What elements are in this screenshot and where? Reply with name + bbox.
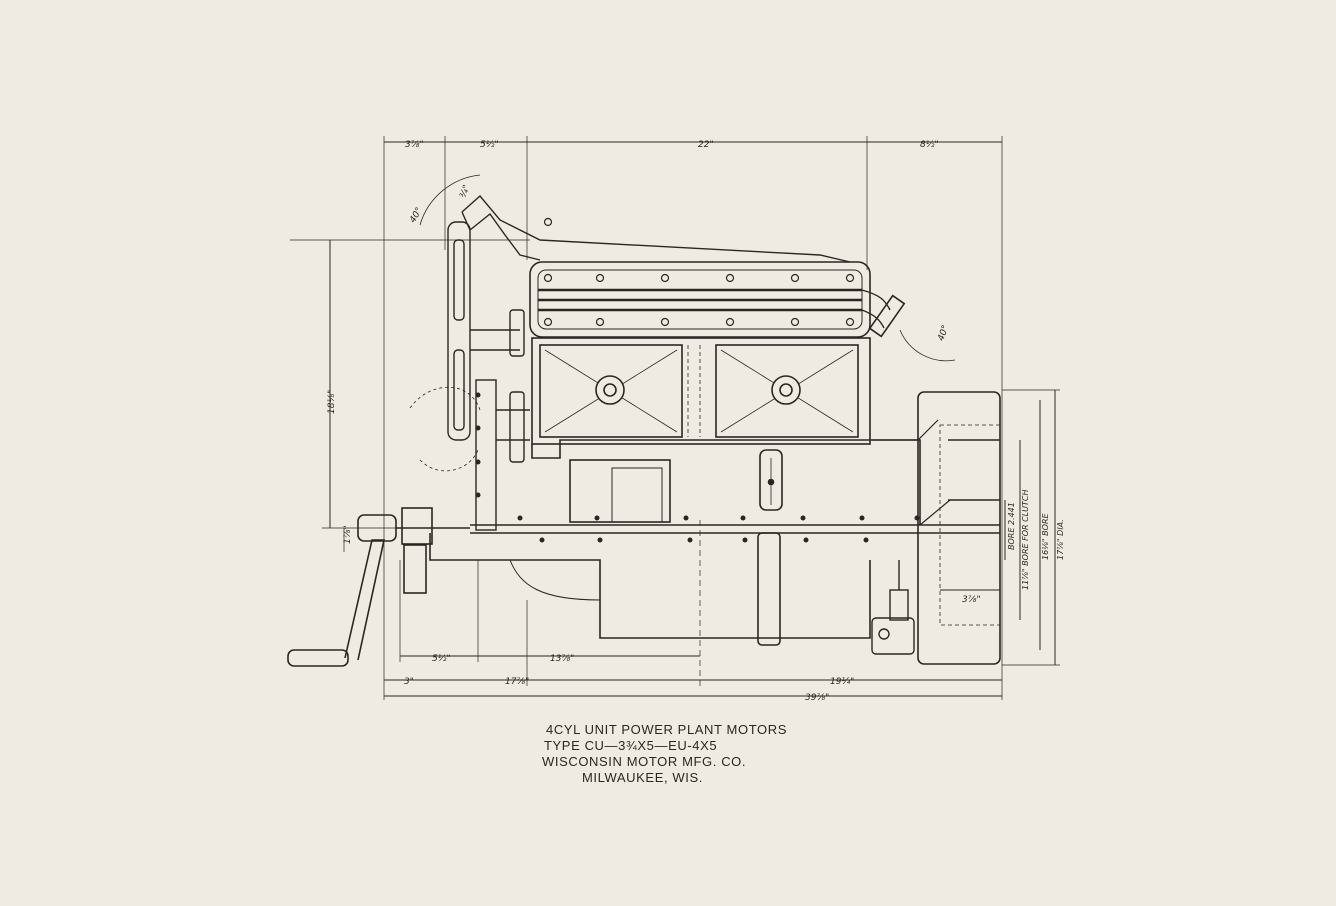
- crankcase: [531, 439, 921, 525]
- dim-angle-top: 40°: [408, 206, 425, 225]
- dim-bottom-5: 19¼": [830, 677, 854, 687]
- dim-fan-gap: ¾": [459, 184, 473, 200]
- dim-bottom-3: 3": [404, 677, 414, 687]
- oil-pan: [429, 532, 871, 646]
- angle-arcs: [419, 174, 956, 362]
- dim-bottom-4: 17⅞": [505, 677, 529, 687]
- dim-top-1: 3⅞": [405, 140, 424, 150]
- dim-top-4: 8½": [920, 140, 939, 150]
- dim-angle-right: 40°: [936, 324, 951, 342]
- dim-top-3: 22": [698, 140, 714, 150]
- front-pulleys: [409, 309, 530, 531]
- water-outlet-pipe: [461, 194, 851, 263]
- flywheel-housing: [872, 391, 1001, 665]
- bottom-dimension-lines: [384, 520, 1002, 697]
- dim-height-main: 18⅛": [327, 390, 337, 414]
- title-line-3: WISCONSIN MOTOR MFG. CO.: [542, 754, 747, 769]
- magneto: [871, 560, 915, 655]
- dim-right-clutch: 11⅞" BORE FOR CLUTCH: [1021, 490, 1030, 590]
- dim-top-2: 5½": [480, 140, 499, 150]
- title-line-1: 4CYL UNIT POWER PLANT MOTORS: [546, 722, 787, 737]
- crank-handle: [287, 507, 470, 667]
- title-line-2: TYPE CU—3¾X5—EU-4X5: [544, 738, 718, 753]
- rail-bolts: [475, 392, 920, 543]
- fan: [447, 221, 520, 441]
- base-rail: [470, 524, 1000, 534]
- dim-right-bore2: 16⅛" BORE: [1041, 513, 1050, 561]
- head-bolts: [543, 217, 855, 327]
- cylinder-head: [529, 261, 906, 338]
- dim-bottom-total: 39⅞": [805, 693, 829, 703]
- dim-right-bore: BORE 2.441: [1007, 502, 1016, 550]
- dim-bottom-2: 13⅞": [550, 654, 574, 664]
- right-dimension-lines: [940, 389, 1060, 666]
- title-line-4: MILWAUKEE, WIS.: [582, 770, 703, 785]
- title-block: 4CYL UNIT POWER PLANT MOTORS TYPE CU—3¾X…: [540, 722, 870, 786]
- dim-bottom-1: 5½": [432, 654, 451, 664]
- height-dimension-line: [290, 239, 530, 552]
- cylinder-block: [531, 337, 871, 445]
- dim-crank-offset: 1⅞": [343, 525, 353, 544]
- top-dimension-line: [383, 136, 1003, 700]
- dim-right-1: 3⅞": [962, 595, 981, 605]
- dim-right-dia: 17⅞" DIA.: [1056, 519, 1065, 560]
